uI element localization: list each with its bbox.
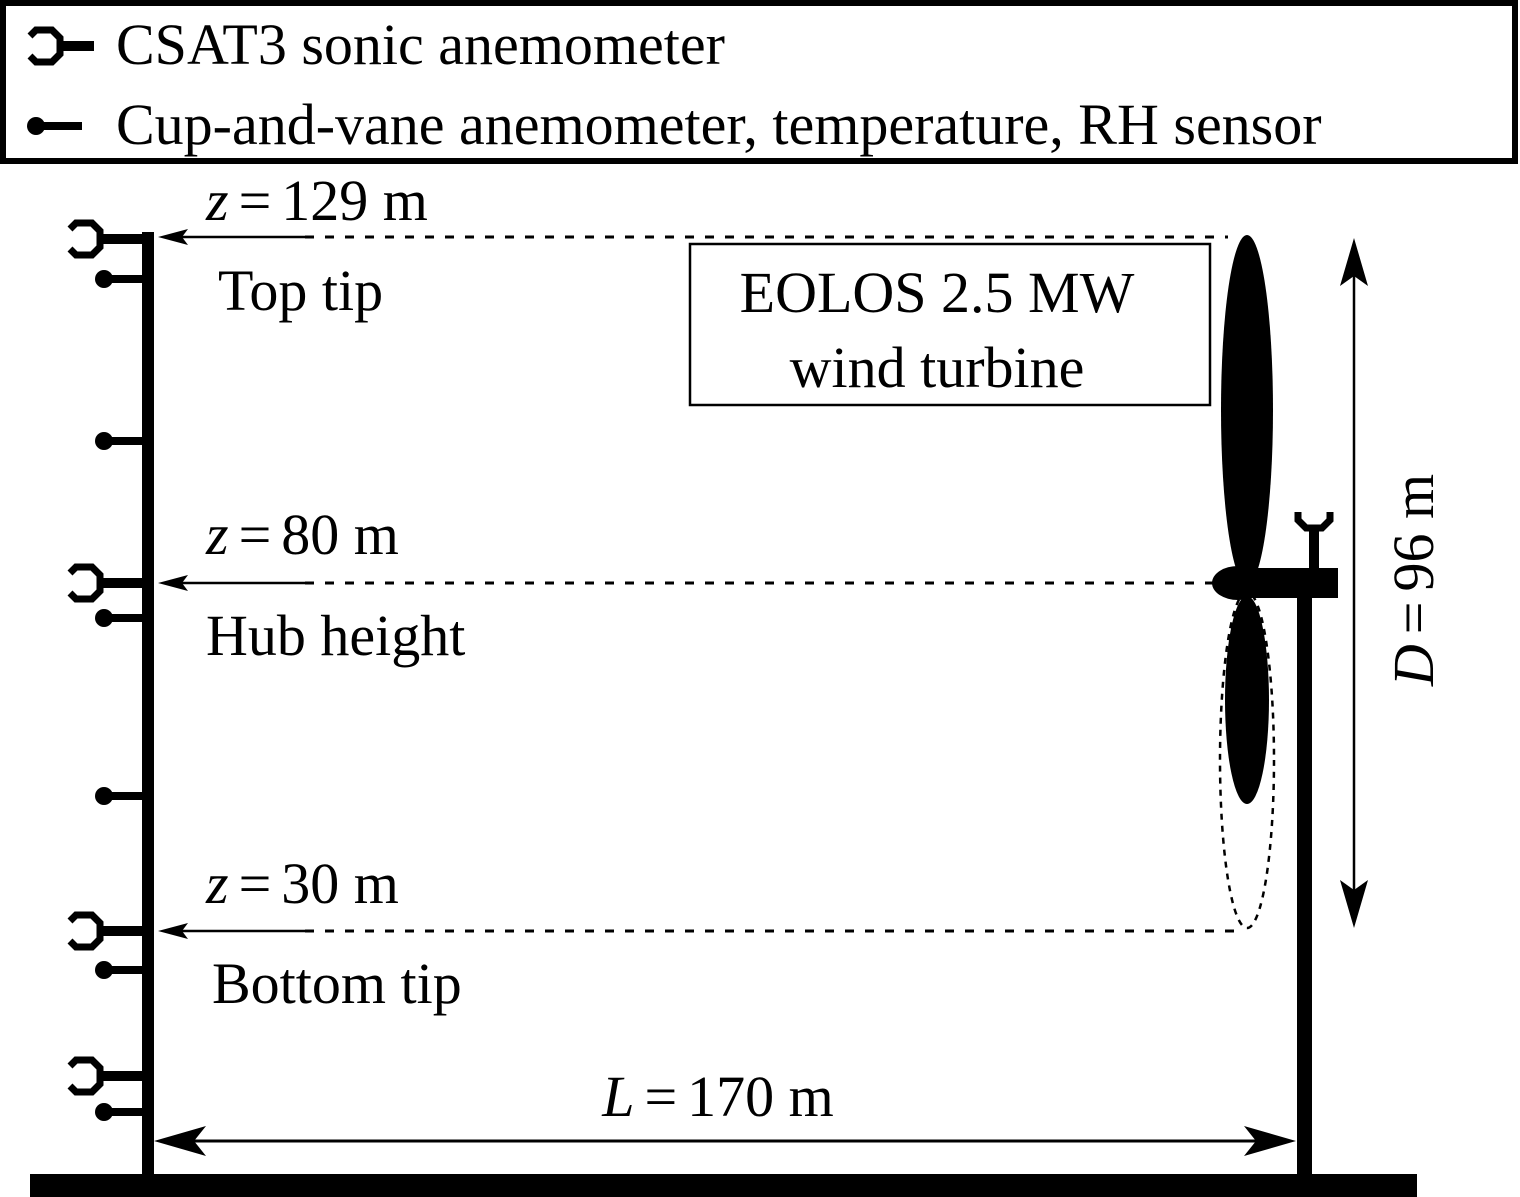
legend-label-sonic: CSAT3 sonic anemometer <box>116 12 725 77</box>
legend-label-cup-vane: Cup-and-vane anemometer, temperature, RH… <box>116 92 1322 157</box>
level-bottom-label: z=30 m <box>205 851 399 916</box>
cup-vane-sensor-icon <box>95 961 146 979</box>
turbine-label-box: EOLOS 2.5 MW wind turbine <box>688 242 1212 407</box>
level-hub-label: z=80 m <box>205 502 399 567</box>
turbine-label-line2: wind turbine <box>790 335 1085 400</box>
cup-vane-sensor-icon <box>27 117 82 135</box>
met-tower-sensors <box>70 223 152 1121</box>
sonic-anemometer-icon <box>70 1060 152 1092</box>
ground-line <box>30 1174 1417 1197</box>
level-bottom-caption: Bottom tip <box>212 951 462 1016</box>
sonic-anemometer-icon <box>70 223 152 255</box>
arrow-right-icon <box>1244 1126 1296 1156</box>
level-hub-caption: Hub height <box>206 603 465 668</box>
spacing-label: L=170 m <box>601 1064 834 1129</box>
cup-vane-sensor-icon <box>95 609 146 627</box>
arrow-left-icon <box>154 1126 206 1156</box>
legend: CSAT3 sonic anemometer Cup-and-vane anem… <box>0 0 1518 164</box>
nacelle-sonic-anemometer-icon <box>1294 512 1334 576</box>
cup-vane-sensor-icon <box>95 270 146 288</box>
wind-turbine <box>1212 235 1338 1180</box>
rotor-diameter-label: D=96 m <box>1381 474 1446 687</box>
turbine-blade-top <box>1221 235 1273 585</box>
level-top-caption: Top tip <box>218 258 383 323</box>
cup-vane-sensor-icon <box>95 787 146 805</box>
level-hub: z=80 m Hub height <box>158 502 1215 668</box>
arrow-left-icon <box>158 923 188 939</box>
cup-vane-sensor-icon <box>95 1103 146 1121</box>
level-top: z=129 m Top tip <box>158 168 1228 323</box>
arrow-left-icon <box>158 229 188 245</box>
sonic-anemometer-icon <box>70 567 152 599</box>
met-tower <box>142 232 154 1180</box>
level-bottom: z=30 m Bottom tip <box>158 851 1242 1016</box>
turbine-hub <box>1212 566 1264 600</box>
sonic-anemometer-icon <box>70 915 152 947</box>
turbine-tower <box>1297 583 1312 1180</box>
legend-box <box>0 0 1518 164</box>
arrow-up-icon <box>1340 238 1368 286</box>
cup-vane-sensor-icon <box>95 432 146 450</box>
turbine-label-frame <box>688 242 1212 407</box>
rotor-diameter-dimension: D=96 m <box>1340 238 1446 928</box>
arrow-left-icon <box>158 575 188 591</box>
level-top-label: z=129 m <box>205 168 428 233</box>
spacing-dimension: L=170 m <box>154 1064 1296 1156</box>
sonic-anemometer-icon <box>27 26 94 66</box>
turbine-blade-lower <box>1225 596 1269 804</box>
turbine-label-line1: EOLOS 2.5 MW <box>740 260 1135 325</box>
arrow-down-icon <box>1340 880 1368 928</box>
